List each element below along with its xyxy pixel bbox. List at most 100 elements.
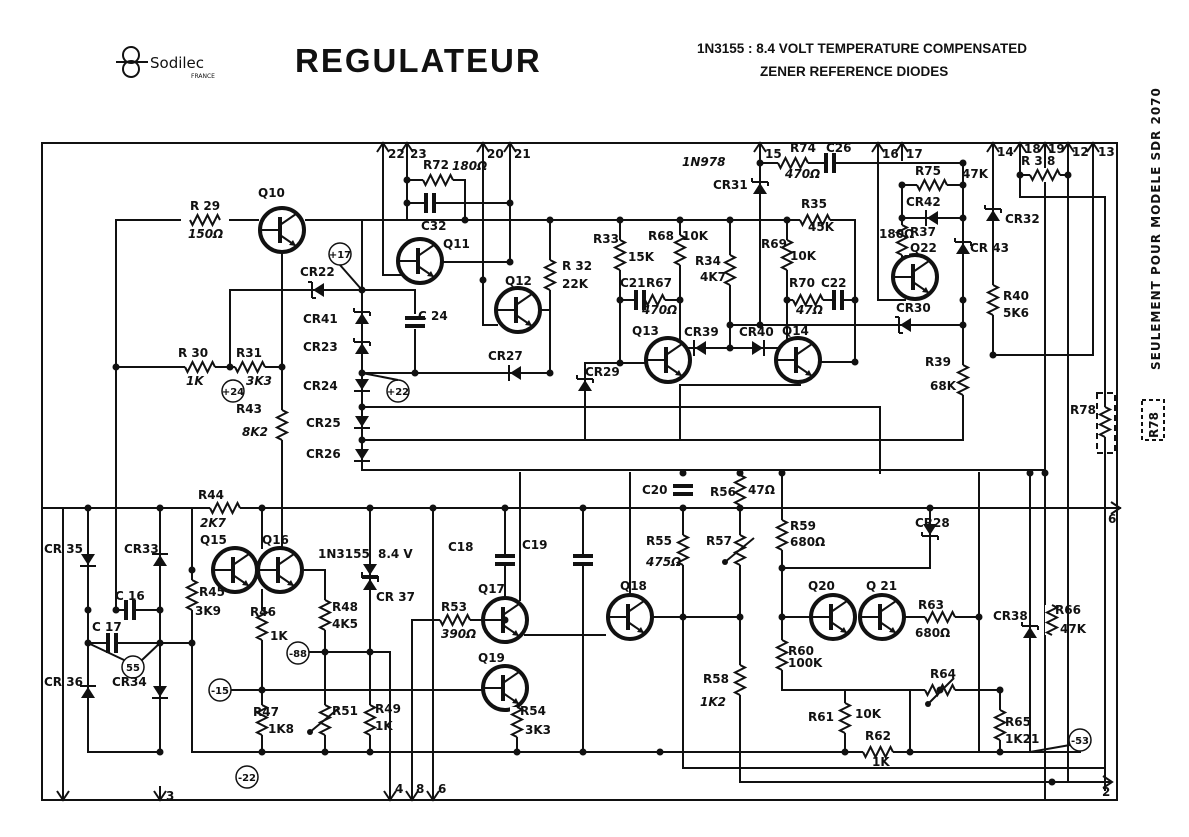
junction-dot — [783, 216, 791, 224]
q19-transistor-symbol — [481, 664, 529, 712]
junction-dot — [579, 504, 587, 512]
connector-pin-p19: 19 — [1048, 142, 1065, 156]
test-point-label: -22 — [238, 773, 256, 784]
wire — [229, 289, 363, 368]
test-point-tp88: -88 — [286, 641, 310, 665]
label-r78: R78 — [1070, 403, 1096, 417]
label-c18: C18 — [448, 540, 474, 554]
label-r53v: 390Ω — [441, 627, 476, 641]
q20-transistor-symbol — [809, 593, 857, 641]
wire — [41, 142, 1118, 801]
wire — [361, 384, 681, 441]
label-c16: C 16 — [115, 589, 145, 603]
c21-capacitor — [634, 290, 646, 310]
test-point-tp22n: -22 — [235, 765, 259, 789]
r45-resistor — [184, 579, 200, 611]
junction-dot — [676, 296, 684, 304]
connector-pin-p8: 8 — [416, 782, 424, 796]
label-r65: R65 — [1005, 715, 1031, 729]
label-r70: R70 — [789, 276, 815, 290]
junction-dot — [926, 504, 934, 512]
junction-dot — [996, 748, 1004, 756]
c22-capacitor — [832, 290, 844, 310]
junction-dot — [616, 296, 624, 304]
q22-transistor-symbol — [891, 253, 939, 301]
label-q14: Q14 — [782, 324, 809, 338]
test-point-label: +22 — [387, 387, 409, 398]
label-cr39: CR39 — [684, 325, 719, 339]
label-q16: Q16 — [262, 533, 289, 547]
pin-bottom-1-connector-arrow — [153, 786, 167, 802]
junction-dot — [546, 216, 554, 224]
junction-dot — [258, 504, 266, 512]
label-r46v: 1K — [270, 629, 288, 643]
label-r39v: 68K — [930, 379, 957, 393]
wire — [361, 289, 416, 374]
wire — [297, 651, 391, 801]
label-r54: R54 — [520, 704, 546, 718]
pin-bottom-4-connector-arrow — [426, 786, 440, 802]
cr25-diode — [354, 416, 370, 429]
label-q12: Q12 — [505, 274, 532, 288]
r34-resistor — [722, 254, 738, 286]
junction-dot — [411, 369, 419, 377]
test-point-tp55: 55 — [121, 655, 145, 679]
junction-dot — [959, 181, 967, 189]
junction-dot — [461, 216, 469, 224]
c17-capacitor — [106, 633, 118, 653]
connector-pin-p16: 16 — [882, 147, 899, 161]
r61-resistor — [837, 702, 853, 734]
label-q17: Q17 — [478, 582, 505, 596]
label-c32: C32 — [421, 219, 447, 233]
label-cr33: CR33 — [124, 542, 159, 556]
junction-dot — [1064, 171, 1072, 179]
r53-resistor — [439, 612, 471, 628]
label-r59v: 680Ω — [790, 535, 825, 549]
r74-resistor — [777, 155, 809, 171]
zener-note-line-1: 1N3155 : 8.4 VOLT TEMPERATURE COMPENSATE… — [697, 41, 1027, 56]
pin-top-6-connector-arrow — [895, 141, 909, 157]
junction-dot — [403, 199, 411, 207]
c20-capacitor — [673, 484, 693, 496]
label-r72v: 180Ω — [452, 159, 487, 173]
junction-dot — [679, 504, 687, 512]
pin-top-4-connector-arrow — [753, 141, 767, 157]
label-q19: Q19 — [478, 651, 505, 665]
label-cr24: CR24 — [303, 379, 338, 393]
cr42-diode — [925, 210, 938, 226]
label-r47v: 1K8 — [268, 722, 294, 736]
junction-dot — [358, 436, 366, 444]
test-point-tp15: -15 — [208, 678, 232, 702]
pin-bottom-3-connector-arrow — [405, 786, 419, 802]
cr38-diode — [1021, 622, 1039, 638]
r65-resistor — [992, 709, 1008, 741]
connector-pin-p20: 20 — [487, 147, 504, 161]
junction-dot — [726, 344, 734, 352]
test-point-label: -88 — [289, 649, 307, 660]
junction-dot — [783, 296, 791, 304]
connector-pin-p18: 18 — [1024, 142, 1041, 156]
label-cr37: CR 37 — [376, 590, 415, 604]
junction-dot — [112, 363, 120, 371]
wire — [482, 142, 498, 326]
label-r72: R72 — [423, 158, 449, 172]
junction-dot — [188, 566, 196, 574]
label-r64: R64 — [930, 667, 956, 681]
label-r65v: 1K21 — [1005, 732, 1039, 746]
r60-resistor — [774, 639, 790, 671]
q21-transistor-symbol — [858, 593, 906, 641]
label-r61: R61 — [808, 710, 834, 724]
r39-resistor — [955, 364, 971, 396]
junction-dot — [188, 639, 196, 647]
cr39-diode — [693, 340, 706, 356]
r49-resistor — [362, 704, 378, 736]
zener-note-line-2: ZENER REFERENCE DIODES — [760, 64, 948, 79]
r78-optional-box — [1096, 392, 1116, 454]
junction-dot — [676, 216, 684, 224]
junction-dot — [506, 258, 514, 266]
junction-dot — [736, 504, 744, 512]
label-r62v: 1K — [872, 755, 890, 769]
label-r66v: 47K — [1060, 622, 1087, 636]
label-r45: R45 — [199, 585, 225, 599]
